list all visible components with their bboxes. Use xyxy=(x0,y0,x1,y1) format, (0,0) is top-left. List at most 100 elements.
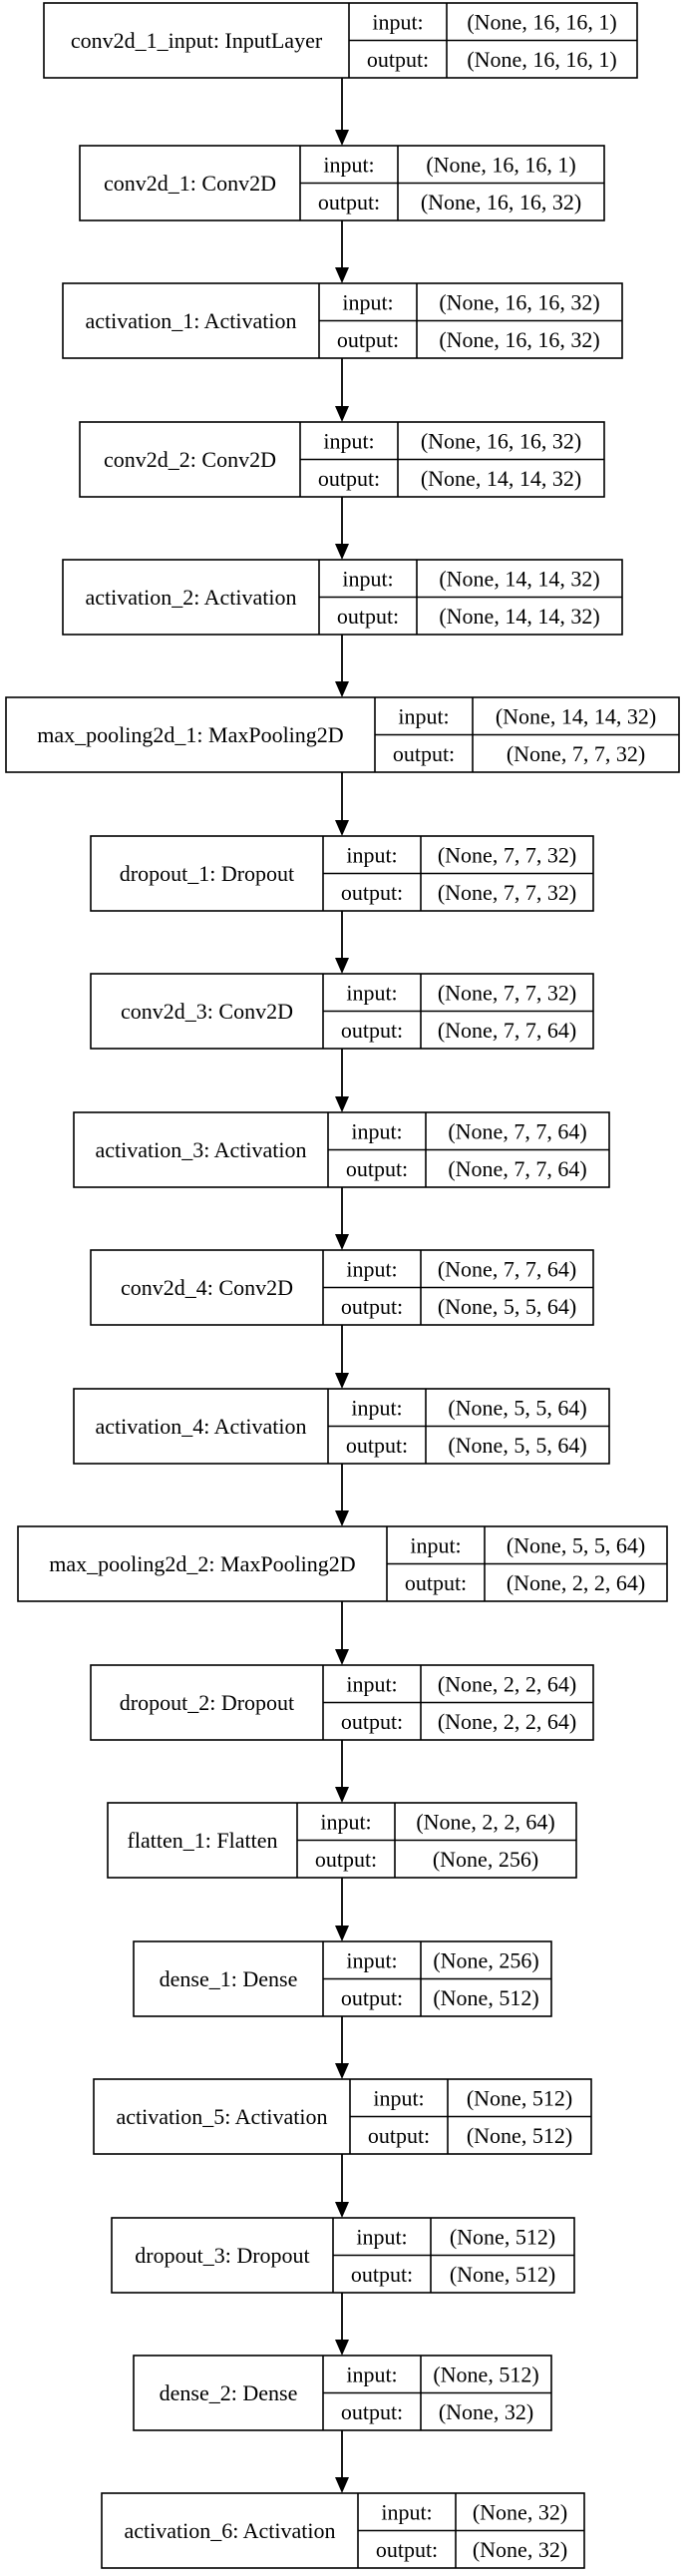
input-label: input: xyxy=(346,1256,397,1281)
layer-name: activation_4: Activation xyxy=(95,1414,306,1439)
input-label: input: xyxy=(346,842,397,867)
edge-arrowhead xyxy=(335,406,349,422)
input-label: input: xyxy=(342,289,393,314)
edge-arrowhead xyxy=(335,1234,349,1250)
edge-arrowhead xyxy=(335,958,349,974)
input-shape: (None, 512) xyxy=(450,2224,555,2249)
input-label: input: xyxy=(346,2361,397,2386)
input-shape: (None, 16, 16, 32) xyxy=(421,428,581,453)
layer-name: conv2d_1: Conv2D xyxy=(104,171,276,196)
edge-arrowhead xyxy=(335,681,349,697)
edge-arrowhead xyxy=(335,1926,349,1941)
output-label: output: xyxy=(351,2262,413,2287)
layer-node[interactable]: activation_5: Activationinput:output:(No… xyxy=(93,2078,592,2155)
layer-node[interactable]: max_pooling2d_1: MaxPooling2Dinput:outpu… xyxy=(5,696,680,773)
output-shape: (None, 16, 16, 32) xyxy=(439,327,599,352)
layer-node[interactable]: dropout_1: Dropout input: output: (None, 7,… xyxy=(90,835,594,912)
input-shape: (None, 7, 7, 64) xyxy=(438,1256,576,1281)
output-label: output: xyxy=(346,1433,408,1458)
input-shape: (None, 5, 5, 64) xyxy=(448,1395,586,1420)
layer-node[interactable]: activation_3: Activationinput:output:(No… xyxy=(73,1111,610,1188)
input-shape: (None, 14, 14, 32) xyxy=(496,703,656,728)
input-label: input: xyxy=(372,9,423,34)
output-label: output: xyxy=(318,190,380,215)
output-label: output: xyxy=(341,1294,403,1319)
edge-arrowhead xyxy=(335,820,349,836)
input-label: input: xyxy=(373,2085,424,2110)
output-label: output: xyxy=(368,2123,430,2148)
input-label: input: xyxy=(346,1671,397,1696)
output-label: output: xyxy=(341,1709,403,1734)
layer-name: flatten_1: Flatten xyxy=(128,1828,278,1853)
input-shape: (None, 512) xyxy=(433,2361,538,2386)
input-shape: (None, 5, 5, 64) xyxy=(507,1532,645,1557)
output-shape: (None, 5, 5, 64) xyxy=(448,1433,586,1458)
layer-node[interactable]: flatten_1: Flatten input: output: (None, 2,… xyxy=(107,1802,577,1879)
input-label: input: xyxy=(398,703,449,728)
input-shape: (None, 16, 16, 1) xyxy=(426,152,575,177)
layer-name: dense_2: Dense xyxy=(160,2380,298,2405)
edge-arrowhead xyxy=(335,1373,349,1389)
layer-node[interactable]: max_pooling2d_2: MaxPooling2D input: outpu… xyxy=(17,1525,668,1602)
input-shape: (None, 16, 16, 32) xyxy=(439,289,599,314)
layer-name: dropout_1: Dropout xyxy=(120,861,294,886)
output-label: output: xyxy=(393,741,455,766)
output-shape: (None, 32) xyxy=(473,2537,567,2562)
edge-arrowhead xyxy=(335,1096,349,1112)
output-label: output: xyxy=(341,2399,403,2424)
input-label: input: xyxy=(410,1532,461,1557)
nodes-layer: conv2d_1_input: InputLayerinput:output:(… xyxy=(5,2,680,2569)
input-label: input: xyxy=(342,566,393,591)
output-shape: (None, 256) xyxy=(433,1847,538,1872)
layer-name: activation_6: Activation xyxy=(124,2518,335,2543)
layer-name: activation_3: Activation xyxy=(95,1137,306,1162)
output-label: output: xyxy=(341,880,403,905)
output-shape: (None, 512) xyxy=(433,1985,538,2010)
output-label: output: xyxy=(315,1847,377,1872)
output-shape: (None, 2, 2, 64) xyxy=(438,1709,576,1734)
output-shape: (None, 512) xyxy=(450,2262,555,2287)
output-shape: (None, 7, 7, 32) xyxy=(438,880,576,905)
edge-arrowhead xyxy=(335,2063,349,2079)
output-shape: (None, 5, 5, 64) xyxy=(438,1294,576,1319)
edges-layer xyxy=(335,78,349,2493)
output-label: output: xyxy=(346,1156,408,1181)
output-label: output: xyxy=(337,327,399,352)
input-shape: (None, 2, 2, 64) xyxy=(438,1671,576,1696)
layer-node[interactable]: activation_6: Activation input: output: (No… xyxy=(101,2492,585,2569)
input-shape: (None, 2, 2, 64) xyxy=(416,1809,554,1834)
input-shape: (None, 7, 7, 64) xyxy=(448,1118,586,1143)
input-label: input: xyxy=(320,1809,371,1834)
edge-arrowhead xyxy=(335,544,349,560)
input-label: input: xyxy=(381,2499,432,2524)
output-label: output: xyxy=(376,2537,438,2562)
layer-node[interactable]: activation_2: Activationinput:output:(No… xyxy=(62,559,623,636)
input-shape: (None, 7, 7, 32) xyxy=(438,842,576,867)
output-shape: (None, 14, 14, 32) xyxy=(439,604,599,629)
layer-name: activation_5: Activation xyxy=(116,2104,327,2129)
layer-node[interactable]: activation_4: Activationinput:output:(No… xyxy=(73,1388,610,1465)
output-label: output: xyxy=(341,1018,403,1043)
layer-name: max_pooling2d_2: MaxPooling2D xyxy=(49,1551,355,1576)
layer-name: conv2d_2: Conv2D xyxy=(104,447,276,472)
output-label: output: xyxy=(367,47,429,72)
layer-node[interactable]: conv2d_1_input: InputLayerinput:output:(… xyxy=(43,2,638,79)
output-shape: (None, 14, 14, 32) xyxy=(421,466,581,491)
edge-arrowhead xyxy=(335,267,349,283)
input-label: input: xyxy=(323,428,374,453)
input-label: input: xyxy=(346,980,397,1005)
edge-arrowhead xyxy=(335,130,349,146)
output-label: output: xyxy=(405,1570,467,1595)
layer-name: dropout_3: Dropout xyxy=(135,2243,309,2268)
layer-node[interactable]: activation_1: Activationinput:output:(No… xyxy=(62,282,623,359)
input-shape: (None, 14, 14, 32) xyxy=(439,566,599,591)
